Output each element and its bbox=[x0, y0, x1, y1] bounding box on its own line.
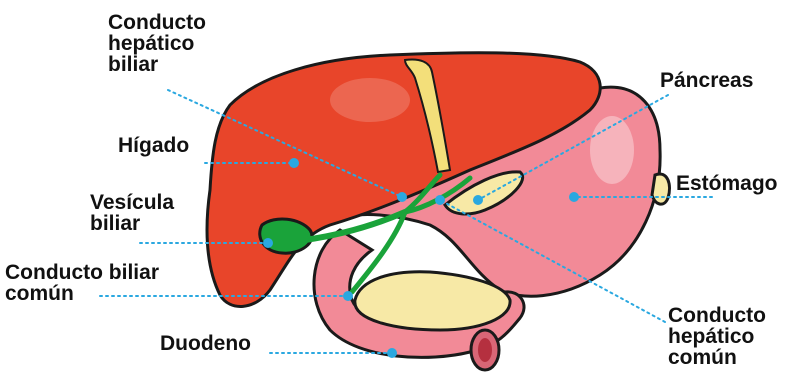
dot-estomago bbox=[569, 192, 579, 202]
dot-conducto-hepatico-comun bbox=[435, 195, 445, 205]
label-conducto-biliar-comun: Conducto biliar común bbox=[5, 262, 159, 304]
dot-pancreas bbox=[473, 195, 483, 205]
stomach-highlight bbox=[590, 116, 634, 184]
dot-higado bbox=[289, 158, 299, 168]
dot-vesicula-biliar bbox=[263, 238, 273, 248]
stomach-pylorus bbox=[652, 174, 669, 204]
label-vesicula-biliar: Vesícula biliar bbox=[90, 192, 174, 234]
label-estomago: Estómago bbox=[676, 173, 778, 194]
label-pancreas: Páncreas bbox=[660, 70, 753, 91]
duodenum-lumen bbox=[478, 338, 492, 362]
label-duodeno: Duodeno bbox=[160, 333, 251, 354]
liver-highlight bbox=[330, 78, 410, 122]
label-conducto-hepatico-comun: Conducto hepático común bbox=[668, 305, 766, 368]
dot-conducto-hepatico-biliar bbox=[397, 192, 407, 202]
dot-conducto-biliar-comun bbox=[343, 291, 353, 301]
label-conducto-hepatico-biliar: Conducto hepático biliar bbox=[108, 12, 206, 75]
dot-duodeno bbox=[387, 348, 397, 358]
label-higado: Hígado bbox=[118, 135, 189, 156]
gallbladder bbox=[260, 219, 312, 253]
